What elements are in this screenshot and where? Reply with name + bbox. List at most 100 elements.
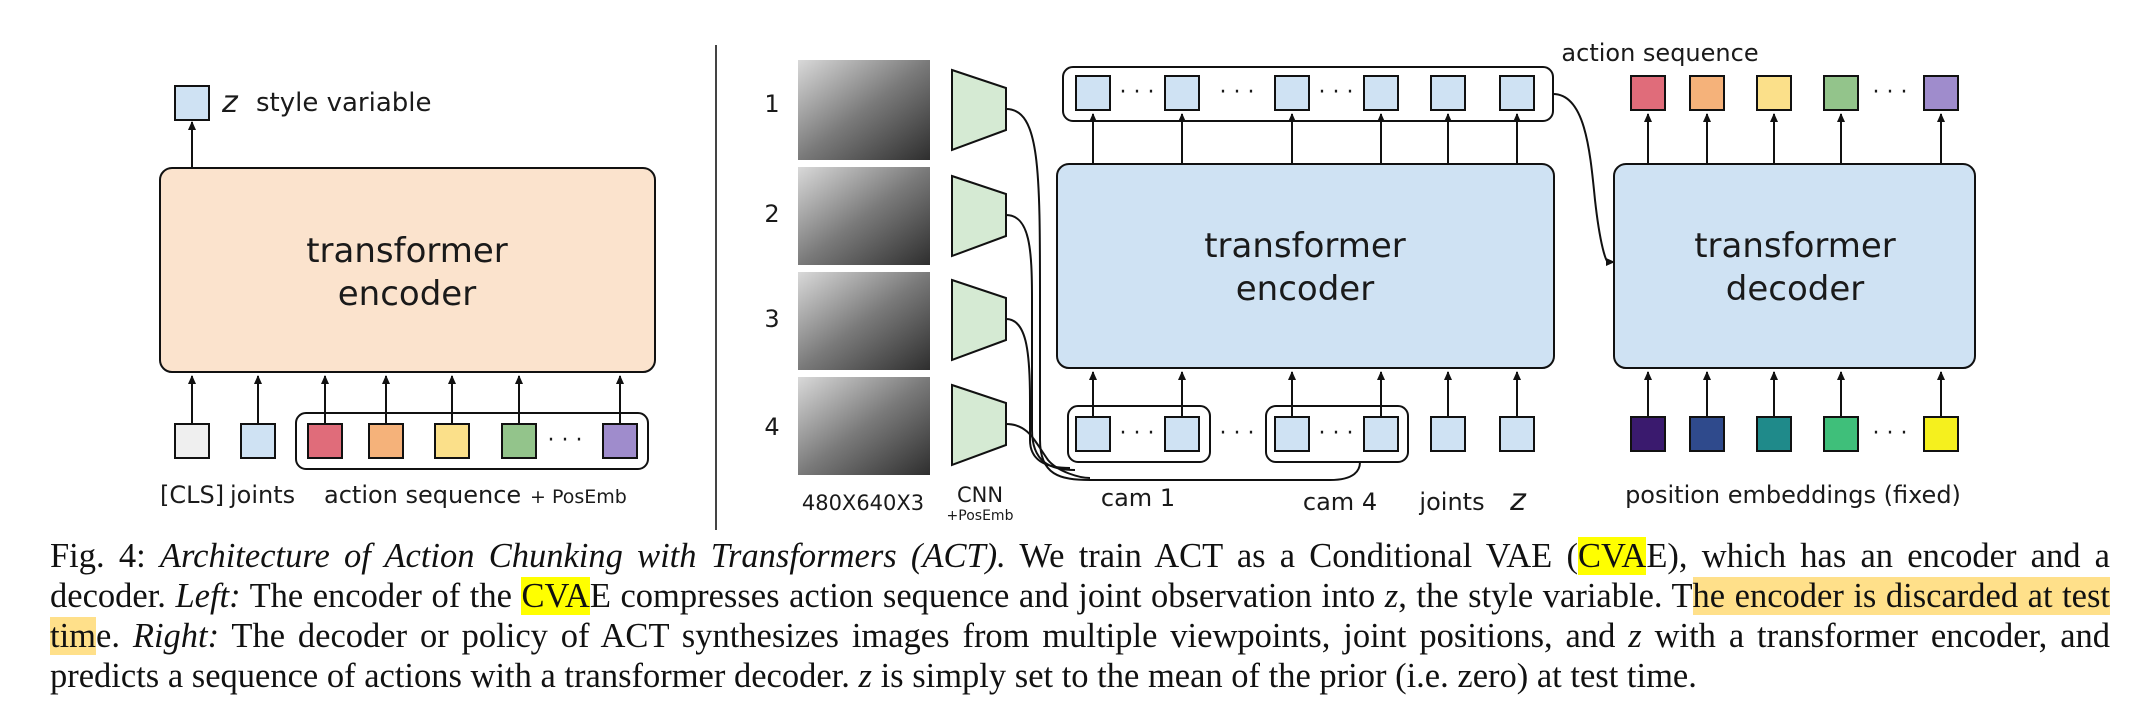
caption-text: with a transformer encoder, and predicts… [50,617,2111,695]
cnn-block [951,174,1007,258]
cam4-token [1363,416,1399,452]
output-action-token [1823,75,1859,111]
camera-image [798,377,930,475]
figure-label: Fig. 4: [50,537,146,575]
left-label: Left: [175,577,241,615]
encoder-output-token [1363,75,1399,111]
cls-label: [CLS] [160,481,224,509]
caption-text: The encoder of the [249,577,512,615]
caption-text: The decoder or policy of ACT synthesizes… [231,617,1616,655]
output-action-token [1923,75,1959,111]
action-sequence-group [295,412,649,470]
caption-text: E), which has an encoder and a decoder. [50,537,2110,615]
caption-text: , the style variable. T [1398,577,1693,615]
highlight-cvae: CVA [521,577,590,615]
position-embeddings-label: position embeddings (fixed) [1625,481,1961,509]
action-sequence-label: action sequence [324,481,521,509]
decoder-title-2: decoder [1726,269,1864,309]
output-action-token [1756,75,1792,111]
cam1-token [1164,416,1200,452]
ellipsis: · · · [1319,421,1354,446]
highlight-cvae: CVA [1577,537,1647,575]
encoder-output-token [1499,75,1535,111]
encoder-to-decoder-arrow [1552,93,1615,266]
action-token [434,423,470,459]
ellipsis: · · · [548,428,583,453]
ellipsis: · · · [1120,421,1155,446]
joints-label: joints [1418,488,1484,516]
encoder-output-token [1430,75,1466,111]
encoder-output-token [1164,75,1200,111]
cnn-block [951,278,1007,362]
architecture-diagram: z style variable transformer encoder · ·… [159,39,1976,540]
cam4-label: cam 4 [1303,488,1377,516]
ellipsis: · · · [1873,421,1908,446]
z-label: z [1509,483,1527,518]
image-index: 4 [764,413,779,441]
caption-text: e. [96,617,120,655]
camera-image [798,60,930,160]
position-embedding-token [1923,416,1959,452]
z-token [174,85,210,121]
cls-token [174,423,210,459]
action-token [307,423,343,459]
action-token [501,423,537,459]
caption-paragraph: Fig. 4: Architecture of Action Chunking … [50,536,2110,696]
cnn-label: CNN [957,483,1003,507]
action-token [602,423,638,459]
cnn-block [951,383,1007,467]
joints-label: joints [229,481,295,509]
z-symbol: z [1628,617,1642,655]
caption-text: is simply set to the mean of the prior (… [880,657,1697,695]
cnn-sub-label: +PosEmb [947,508,1014,524]
right-label: Right: [132,617,220,655]
ellipsis: · · · [1220,421,1255,446]
transformer-encoder-left [159,167,656,373]
output-action-label: action sequence [1561,39,1758,67]
cnn-connectors [1005,108,1361,481]
encoder-output-token [1274,75,1310,111]
position-embedding-token [1630,416,1666,452]
figure: z style variable transformer encoder · ·… [159,39,1976,540]
position-embedding-token [1689,416,1725,452]
figure-caption: Fig. 4: Architecture of Action Chunking … [50,536,2110,696]
encoder-left-title-1: transformer [306,231,508,271]
caption-text: We train ACT as a Conditional VAE ( [1019,537,1578,575]
cam4-group [1265,405,1409,463]
encoder-output-token [1075,75,1111,111]
right-panel: 1 2 3 4 480X640X3 CNN +PosEmb [764,39,1976,524]
position-embedding-token [1823,416,1859,452]
transformer-decoder [1613,163,1976,369]
encoder-right-title-2: encoder [1236,269,1374,309]
camera-image [798,272,930,370]
z-symbol: z [221,85,239,120]
cam1-label: cam 1 [1101,484,1175,512]
ellipsis: · · · [1319,80,1354,105]
caption-text: E compresses action sequence and joint o… [589,577,1376,615]
joints-token [240,423,276,459]
ellipsis: · · · [1220,80,1255,105]
style-variable-label: style variable [256,88,432,118]
image-size-label: 480X640X3 [802,491,924,515]
image-index: 1 [764,90,779,118]
cnn-block [951,68,1007,152]
action-token [368,423,404,459]
ellipsis: · · · [1120,80,1155,105]
encoder-right-title-1: transformer [1204,226,1406,266]
decoder-title-1: transformer [1694,226,1896,266]
image-index: 3 [764,305,779,333]
cnn-blocks [951,68,1007,467]
figure-title: Architecture of Action Chunking with Tra… [159,537,1006,575]
z-symbol: z [858,657,872,695]
posemb-label: + PosEmb [530,486,627,508]
output-action-token [1689,75,1725,111]
position-embedding-token [1756,416,1792,452]
output-action-token [1630,75,1666,111]
cam4-token [1274,416,1310,452]
camera-images [798,60,930,475]
cam1-token [1075,416,1111,452]
cam1-group [1067,405,1211,463]
z-token [1499,416,1535,452]
ellipsis: · · · [1873,80,1908,105]
image-index: 2 [764,200,779,228]
